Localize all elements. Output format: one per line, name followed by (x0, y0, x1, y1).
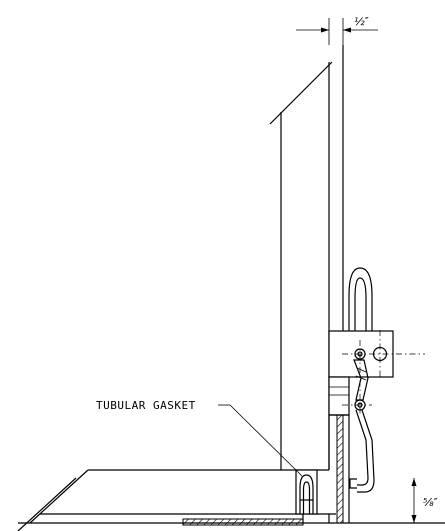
link-detail-1 (356, 367, 367, 373)
dim-arrow-right (343, 27, 351, 33)
latch-handle-outer (348, 267, 373, 331)
ledge-slope-outer (29, 469, 89, 524)
frame-section (17, 414, 445, 531)
dim-bottom-label: ⅝″ (423, 496, 439, 509)
frame-upright-hatch (336, 414, 344, 524)
keeper-block (328, 376, 350, 416)
latch-hook-inner (355, 409, 369, 486)
dim-arrow-left (321, 27, 329, 33)
latch-hook-outer (357, 409, 375, 493)
latch-assembly (328, 267, 425, 493)
leader-diagonal (229, 404, 303, 477)
sill-hatch (182, 518, 304, 526)
gasket-tube-inner (302, 481, 311, 514)
gasket-callout: TUBULAR GASKET (96, 399, 303, 477)
door-top-edge (269, 61, 333, 125)
hook-tip (349, 478, 357, 489)
dim-bottom-arrow-down (411, 515, 417, 523)
ledge-slope-inner (17, 477, 77, 531)
gasket-channel (295, 469, 318, 515)
gasket-label: TUBULAR GASKET (96, 399, 196, 412)
tubular-gasket (295, 469, 318, 515)
dim-bottom-arrow-up (411, 478, 417, 486)
gasket-tube-outer (299, 474, 314, 514)
dimension-bottom: ⅝″ (411, 478, 439, 523)
dimension-top: ½″ (296, 15, 378, 45)
dim-top-label: ½″ (354, 15, 370, 28)
latch-handle-inner (354, 277, 367, 331)
link-detail-2 (355, 375, 367, 381)
